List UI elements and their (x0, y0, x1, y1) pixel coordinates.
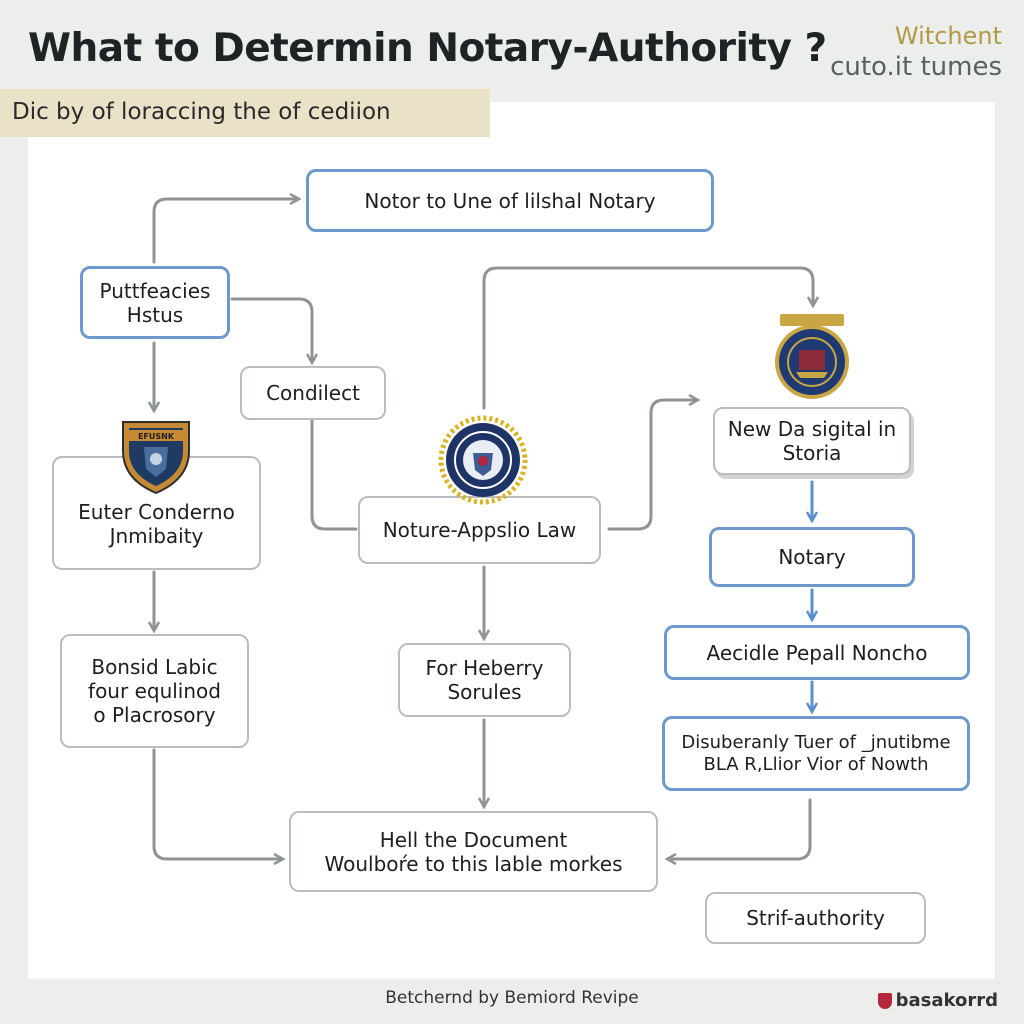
node-digital-line2: Storia (782, 441, 842, 465)
node-self-authority[interactable]: Strif-authority (705, 892, 926, 944)
node-top-notary[interactable]: Notor to Une of lilshal Notary (306, 169, 714, 232)
node-accidle-label: Aecidle Pepall Noncho (706, 640, 928, 665)
node-apply-law-label: Noture-Appslio Law (382, 518, 577, 542)
node-condilect[interactable]: Condilect (240, 366, 386, 420)
node-digital-storia[interactable]: New Da sigital in Storia (713, 407, 911, 475)
node-purpose-line1: Puttfeacies (99, 278, 211, 303)
node-condilect-label: Condilect (266, 381, 360, 405)
node-notary[interactable]: Notary (709, 527, 915, 587)
node-purpose-status[interactable]: Puttfeacies Hstus (80, 266, 230, 339)
brand-logo-icon (877, 992, 892, 1009)
node-document-line2: Woulboŕe to this lable morkes (324, 851, 623, 876)
node-bonsid-line2: four equlinod (88, 679, 221, 703)
arrow-disub-document (668, 798, 812, 859)
official-seal-icon (775, 314, 849, 399)
shield-emblem-text: EFUSNK (138, 432, 175, 441)
node-heberry-line1: For Heberry (425, 656, 544, 680)
node-self-label: Strif-authority (746, 906, 885, 930)
footer-brand-text: basakorrd (895, 990, 998, 1011)
node-bonsid-line1: Bonsid Labic (91, 655, 218, 679)
page-title: What to Determin Notary-Authority ? (28, 26, 827, 71)
subtitle-banner: Dic by of loraccing the of cediion (0, 89, 490, 137)
arrow-condilect-law (310, 418, 358, 531)
footer-caption: Betchernd by Bemiord Revipe (385, 988, 639, 1008)
node-purpose-line2: Hstus (126, 302, 184, 327)
node-top-label: Notor to Une of lilshal Notary (364, 188, 656, 213)
brand-watermark: Witchent cuto.it tumes (830, 22, 1002, 82)
node-disub-line2: BLA R,Llior Vior of Nowth (703, 753, 929, 775)
node-heberry[interactable]: For Heberry Sorules (398, 643, 571, 717)
node-disub-line1: Disuberanly Tuer of _jnutibme (681, 731, 951, 753)
footer-brand: basakorrd (877, 990, 998, 1011)
node-notary-label: Notary (778, 545, 846, 569)
node-apply-law[interactable]: Noture-Appslio Law (358, 496, 601, 564)
arrow-branch-left (482, 266, 813, 410)
brand-tagline: cuto.it tumes (830, 52, 1002, 82)
node-digital-line1: New Da sigital in (727, 417, 897, 441)
arrow-purpose-condilect (230, 297, 312, 362)
node-disuberanly[interactable]: Disuberanly Tuer of _jnutibme BLA R,Llio… (662, 716, 970, 791)
node-bonsid-line3: o Placrosory (93, 703, 216, 727)
arrow-loop-to-top (152, 199, 298, 264)
node-euter-line1: Euter Conderno (78, 500, 235, 524)
arrow-bonsid-document (152, 748, 282, 859)
node-accidle[interactable]: Aecidle Pepall Noncho (664, 625, 970, 680)
node-euter-line2: Jnmibaity (109, 524, 204, 548)
shield-emblem-icon: EFUSNK (122, 421, 190, 495)
node-bonsid[interactable]: Bonsid Labic four equlinod o Placrosory (60, 634, 249, 748)
notary-seal-icon (438, 415, 528, 505)
node-document[interactable]: Hell the Document Woulboŕe to this labl… (289, 811, 658, 892)
brand-name: Witchent (894, 22, 1002, 50)
node-heberry-line2: Sorules (447, 680, 522, 704)
node-document-line1: Hell the Document (379, 827, 568, 852)
arrow-law-digital (607, 400, 697, 531)
